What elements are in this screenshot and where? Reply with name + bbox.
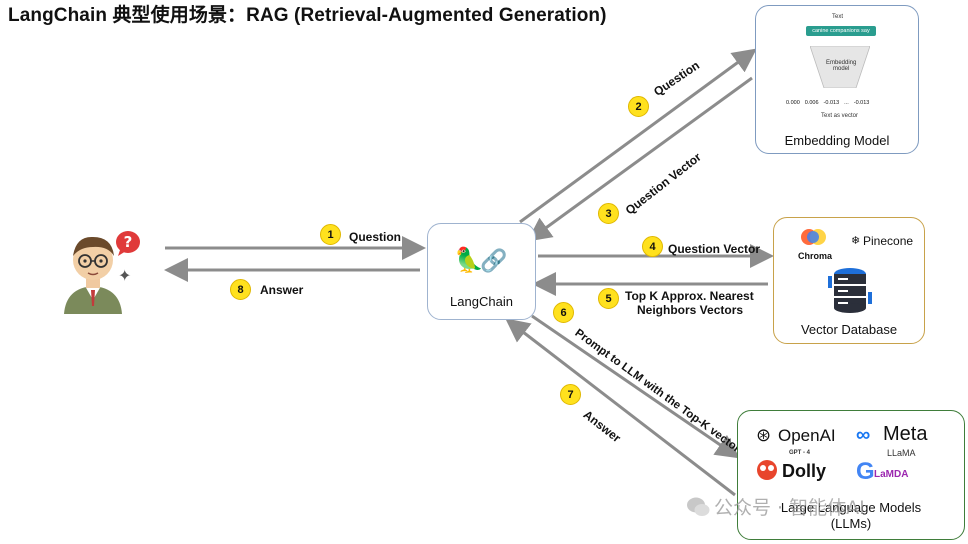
- step-badge-1: 1: [320, 224, 341, 245]
- meta-logo-text: Meta: [883, 423, 928, 445]
- svg-text:?: ?: [124, 233, 133, 251]
- chroma-logo-icon: [799, 228, 829, 246]
- vector-value: -0.013: [853, 100, 870, 106]
- question-bubble-icon: ?: [114, 230, 142, 256]
- meta-logo-icon: ∞: [856, 424, 871, 446]
- step-badge-6: 6: [553, 302, 574, 323]
- step-label-8: Answer: [260, 283, 304, 297]
- dolly-logo-text: Dolly: [782, 461, 827, 481]
- embedding-vector: 0.000 0.006 -0.013 ... -0.013: [786, 100, 916, 106]
- meta-model-label: LLaMA: [887, 448, 916, 458]
- parrot-icon: 🦜: [454, 247, 484, 274]
- embedding-input-text: canine companions say: [806, 26, 876, 36]
- embedding-model-node: Text canine companions say Embedding mod…: [755, 5, 919, 154]
- embedding-model-trapezoid: [810, 46, 870, 88]
- langchain-label: LangChain: [450, 294, 513, 309]
- arrow-6-prompt: [531, 314, 740, 459]
- arrow-3-question-vector: [527, 76, 753, 242]
- dolly-logo-icon: [756, 459, 778, 481]
- llm-node: ⊛ OpenAI GPT - 4 ∞ Meta LLaMA Dolly G La…: [737, 410, 965, 540]
- embedding-model-label: Embedding model: [826, 60, 857, 72]
- wechat-icon: [686, 496, 710, 518]
- step-label-1: Question: [349, 230, 402, 244]
- step-label-4: Question Vector: [668, 242, 761, 256]
- vector-value: -0.013: [823, 100, 840, 106]
- vector-database-node: Chroma ❄ Pinecone Vector Database: [773, 217, 925, 344]
- vector-value: ...: [844, 100, 849, 106]
- openai-model-label: GPT - 4: [789, 450, 811, 456]
- arrow-2-question: [519, 48, 757, 224]
- llm-label-line2: (LLMs): [830, 516, 872, 531]
- embedding-text-label: Text: [832, 14, 844, 20]
- openai-logo-text: OpenAI: [778, 426, 836, 445]
- step-label-5-line2: Neighbors Vectors: [637, 303, 744, 317]
- step-label-5-line1: Top K Approx. Nearest: [625, 289, 754, 303]
- step-badge-3: 3: [598, 203, 619, 224]
- vector-value: 0.000: [786, 100, 800, 106]
- chroma-logo-text: Chroma: [798, 251, 833, 261]
- llm-label-line1: Large Language Models: [780, 500, 922, 515]
- chain-link-icon: 🔗: [480, 248, 508, 273]
- openai-logo-icon: ⊛: [756, 425, 772, 445]
- page-title: LangChain 典型使用场景：RAG (Retrieval-Augmente…: [8, 5, 607, 26]
- step-badge-8: 8: [230, 279, 251, 300]
- sparkle-icon: ✦: [118, 268, 132, 285]
- step-badge-4: 4: [642, 236, 663, 257]
- pinecone-logo-text: Pinecone: [863, 234, 914, 248]
- vector-value: 0.006: [804, 100, 819, 106]
- database-icon: [828, 266, 872, 314]
- langchain-node: 🦜 🔗 LangChain: [427, 223, 536, 320]
- google-logo-icon: G: [856, 458, 875, 485]
- embedding-model-label-main: Embedding Model: [784, 133, 890, 148]
- step-badge-2: 2: [628, 96, 649, 117]
- lamda-logo-text: LaMDA: [874, 469, 909, 480]
- step-badge-5: 5: [598, 288, 619, 309]
- pinecone-logo-icon: ❄: [851, 235, 861, 247]
- arrow-7-answer: [505, 318, 736, 497]
- watermark-text: 公众号 · 智能体AI: [714, 497, 865, 519]
- step-badge-7: 7: [560, 384, 581, 405]
- vector-database-label: Vector Database: [800, 322, 898, 337]
- embedding-vector-caption: Text as vector: [821, 113, 859, 119]
- user-avatar-icon: [58, 226, 128, 314]
